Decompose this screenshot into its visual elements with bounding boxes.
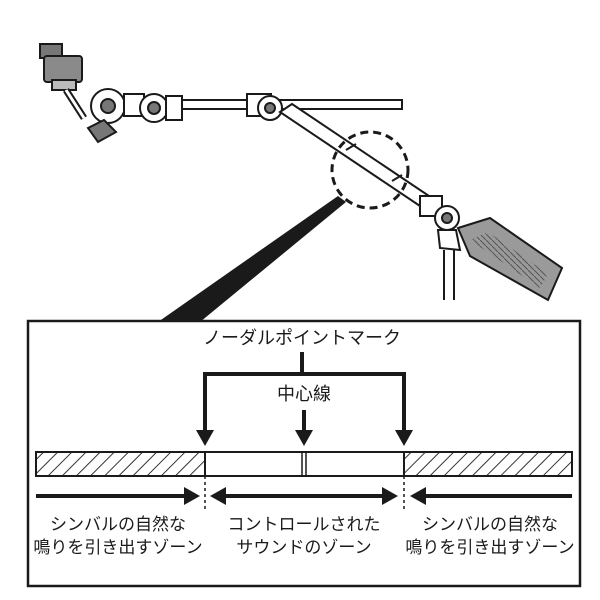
center-line-arrow [295, 410, 313, 446]
left-hatched-zone [35, 451, 206, 477]
callout-wedge [158, 196, 346, 322]
left-zone-arrow [36, 487, 200, 505]
middle-zone-label-line1: コントロールされた [228, 515, 381, 535]
lower-joint [419, 195, 462, 252]
cymbal-top-assembly [39, 43, 183, 144]
left-zone-label-line1: シンバルの自然な [50, 515, 186, 535]
stand-pipe [443, 250, 455, 300]
right-zone-arrow [410, 487, 572, 505]
zone-arrows [36, 487, 572, 505]
zoom-circle [330, 130, 410, 210]
nodal-point-mark-label: ノーダルポイントマーク [203, 328, 401, 349]
center-line-label: 中心線 [277, 384, 331, 405]
zone-boundaries [204, 476, 405, 512]
cymbal-stand-illustration [39, 43, 564, 302]
right-hatched-zone [403, 451, 573, 477]
diagonal-arm [278, 102, 434, 208]
right-zone-label-line1: シンバルの自然な [422, 515, 558, 535]
middle-plain-zone [204, 451, 405, 477]
left-mark-arrowhead [196, 430, 214, 446]
boom-joint-clamp [246, 93, 283, 121]
counterweight-handle [456, 216, 564, 302]
right-zone-label-line2: 鳴りを引き出すゾーン [405, 538, 574, 558]
right-mark-arrowhead [395, 430, 413, 446]
middle-zone-label-line2: サウンドのゾーン [236, 538, 371, 558]
middle-zone-arrow [210, 487, 398, 505]
nodal-point-bracket [196, 352, 413, 446]
rod-strip [35, 451, 573, 477]
left-zone-label-line2: 鳴りを引き出すゾーン [33, 538, 202, 558]
